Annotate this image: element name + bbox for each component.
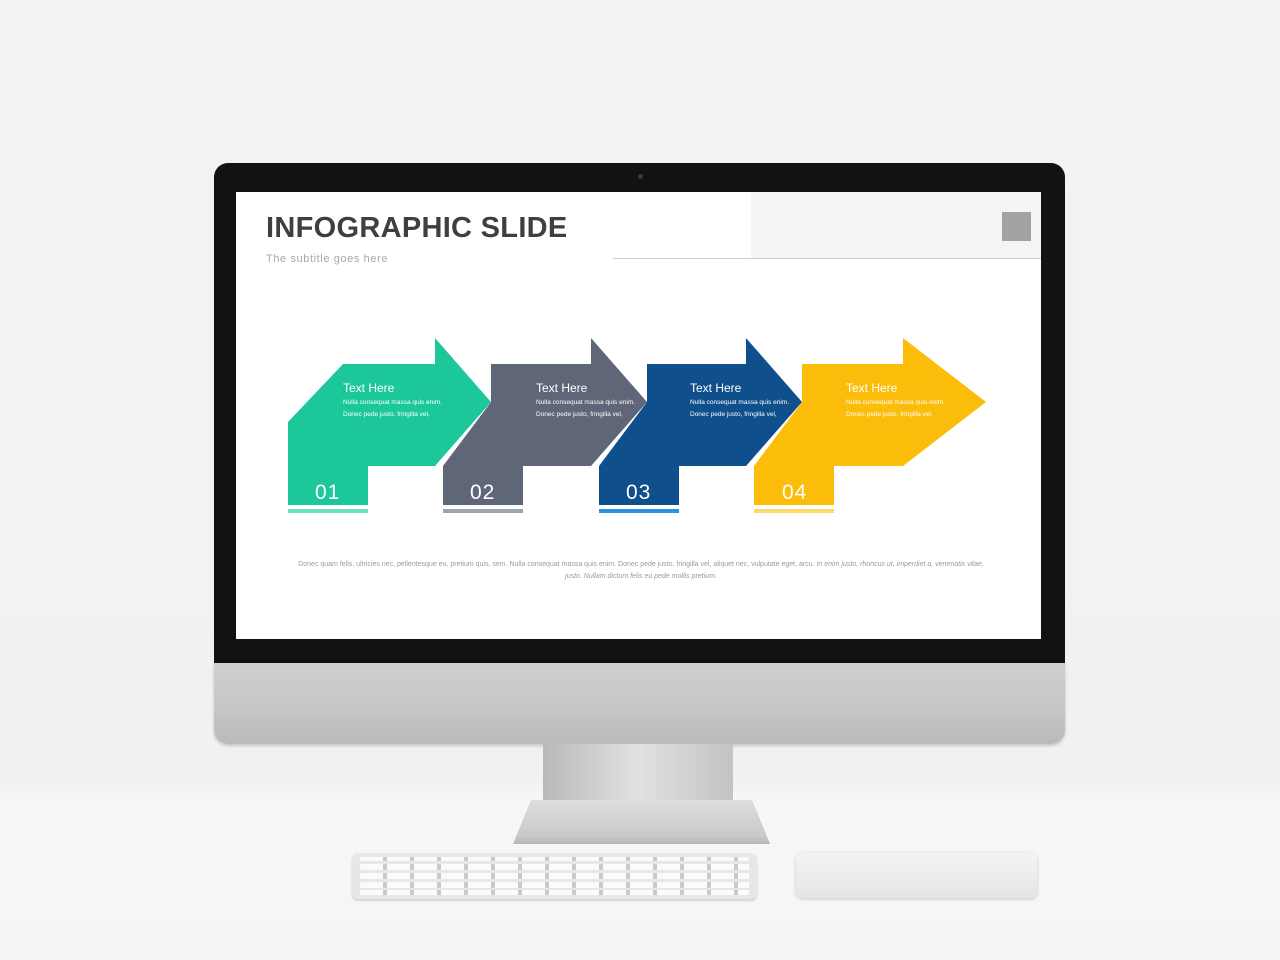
step-2-text-line1: Nulla consequat massa quis enim. (536, 399, 635, 406)
header-panel (751, 192, 1041, 258)
step-4-number: 04 (782, 481, 808, 504)
footer-text-normal: Donec quam felis, ultricies nec, pellent… (298, 561, 817, 568)
footer-text-italic: In enim justo, rhoncus ut, imperdiet a, … (565, 561, 984, 580)
step-3-bar (599, 509, 679, 513)
step-1-text-line1: Nulla consequat massa quis enim. (343, 399, 442, 406)
arrow-steps (288, 338, 986, 513)
step-4-text-line1: Nulla consequat massa quis enim. (846, 399, 945, 406)
title-divider (613, 258, 1041, 259)
keyboard (352, 853, 757, 899)
step-1-bar (288, 509, 368, 513)
monitor-stand (543, 744, 733, 804)
step-3-text-line1: Nulla consequat massa quis enim. (690, 399, 789, 406)
step-2-number: 02 (470, 481, 496, 504)
step-4-bar (754, 509, 834, 513)
step-2-text-line2: Donec pede justo, fringilla vel, (536, 411, 623, 418)
webcam-icon (638, 174, 643, 179)
step-1-number: 01 (315, 481, 341, 504)
step-3-number: 03 (626, 481, 652, 504)
step-1-title: Text Here (343, 381, 395, 395)
slide-title: INFOGRAPHIC SLIDE (266, 212, 568, 244)
step-2-title: Text Here (536, 381, 588, 395)
corner-square (1002, 212, 1031, 241)
step-3-arrow (599, 338, 802, 505)
trackpad (796, 853, 1037, 898)
monitor-stand-base (513, 800, 770, 844)
slide-subtitle: The subtitle goes here (266, 253, 389, 265)
step-3-title: Text Here (690, 381, 742, 395)
step-1-text-line2: Donec pede justo, fringilla vel, (343, 411, 430, 418)
step-2-bar (443, 509, 523, 513)
footer-paragraph: Donec quam felis, ultricies nec, pellent… (296, 559, 986, 583)
step-3-text-line2: Donec pede justo, fringilla vel, (690, 411, 777, 418)
step-1-arrow (288, 338, 491, 505)
step-2-arrow (443, 338, 647, 505)
monitor-chin (214, 663, 1065, 744)
monitor-screen: INFOGRAPHIC SLIDE The subtitle goes here… (236, 192, 1041, 639)
step-4-text-line2: Donec pede justo, fringilla vel, (846, 411, 933, 418)
step-4-title: Text Here (846, 381, 898, 395)
step-4-arrow (754, 338, 986, 505)
